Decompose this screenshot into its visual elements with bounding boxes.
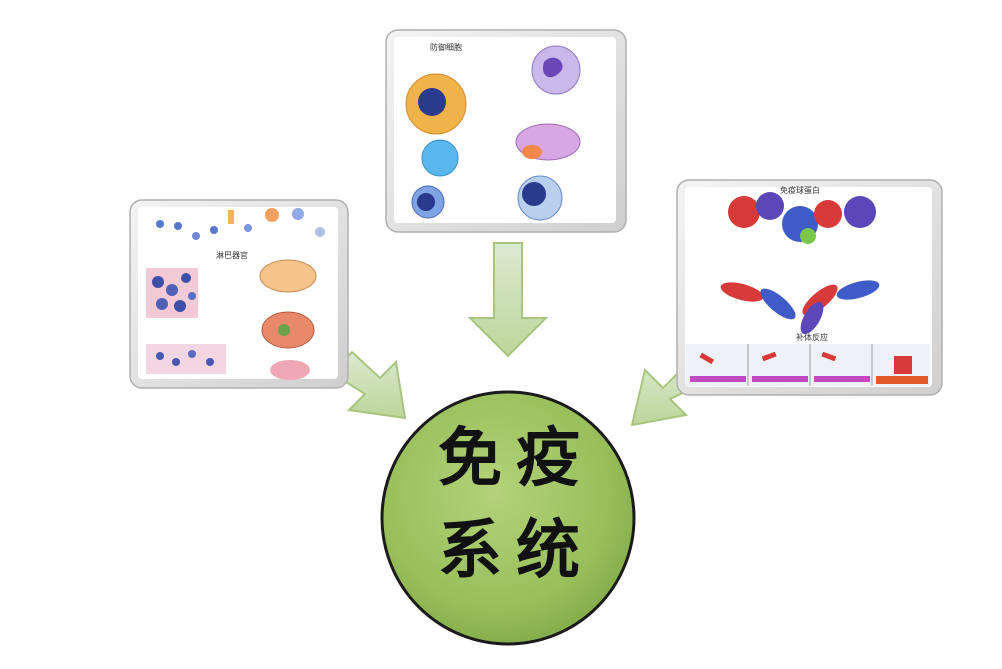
- granulocyte-cell: [405, 73, 467, 135]
- panel-right-bottom-title: 补体反应: [796, 332, 828, 342]
- spleen-section: [259, 259, 317, 380]
- tissue-strip-bottom: [146, 344, 226, 374]
- neutrophil-cell: [531, 45, 581, 95]
- lymphocyte-cell: [421, 139, 459, 177]
- panel-left-title: 淋巴器官: [216, 250, 248, 260]
- lymph-node-tissue: [146, 268, 198, 318]
- panel-lymphoid-organs: 淋巴器官: [129, 199, 349, 389]
- arrow-top: [467, 242, 549, 358]
- plasma-cell: [517, 175, 563, 221]
- center-char-3: 系: [438, 513, 502, 588]
- center-node-immune-system: 免 疫 系 统: [380, 390, 636, 646]
- cell-strip: [156, 208, 325, 240]
- center-char-4: 统: [516, 513, 580, 588]
- panel-immunoglobulin: 免疫球蛋白 补体反应: [676, 179, 943, 396]
- panel-right-title: 免疫球蛋白: [780, 185, 820, 195]
- panel-top-title: 防御细胞: [430, 42, 462, 52]
- antibody-schematic: [720, 280, 880, 335]
- panel-defense-cells: 防御细胞: [385, 29, 627, 233]
- arrow-left: [330, 350, 407, 420]
- antibody-molecule: [728, 192, 876, 244]
- complement-strip: [686, 344, 930, 386]
- monocyte-cell: [411, 185, 445, 219]
- center-char-1: 免: [438, 421, 502, 496]
- macrophage-cell: [515, 123, 581, 161]
- center-char-2: 疫: [516, 421, 580, 496]
